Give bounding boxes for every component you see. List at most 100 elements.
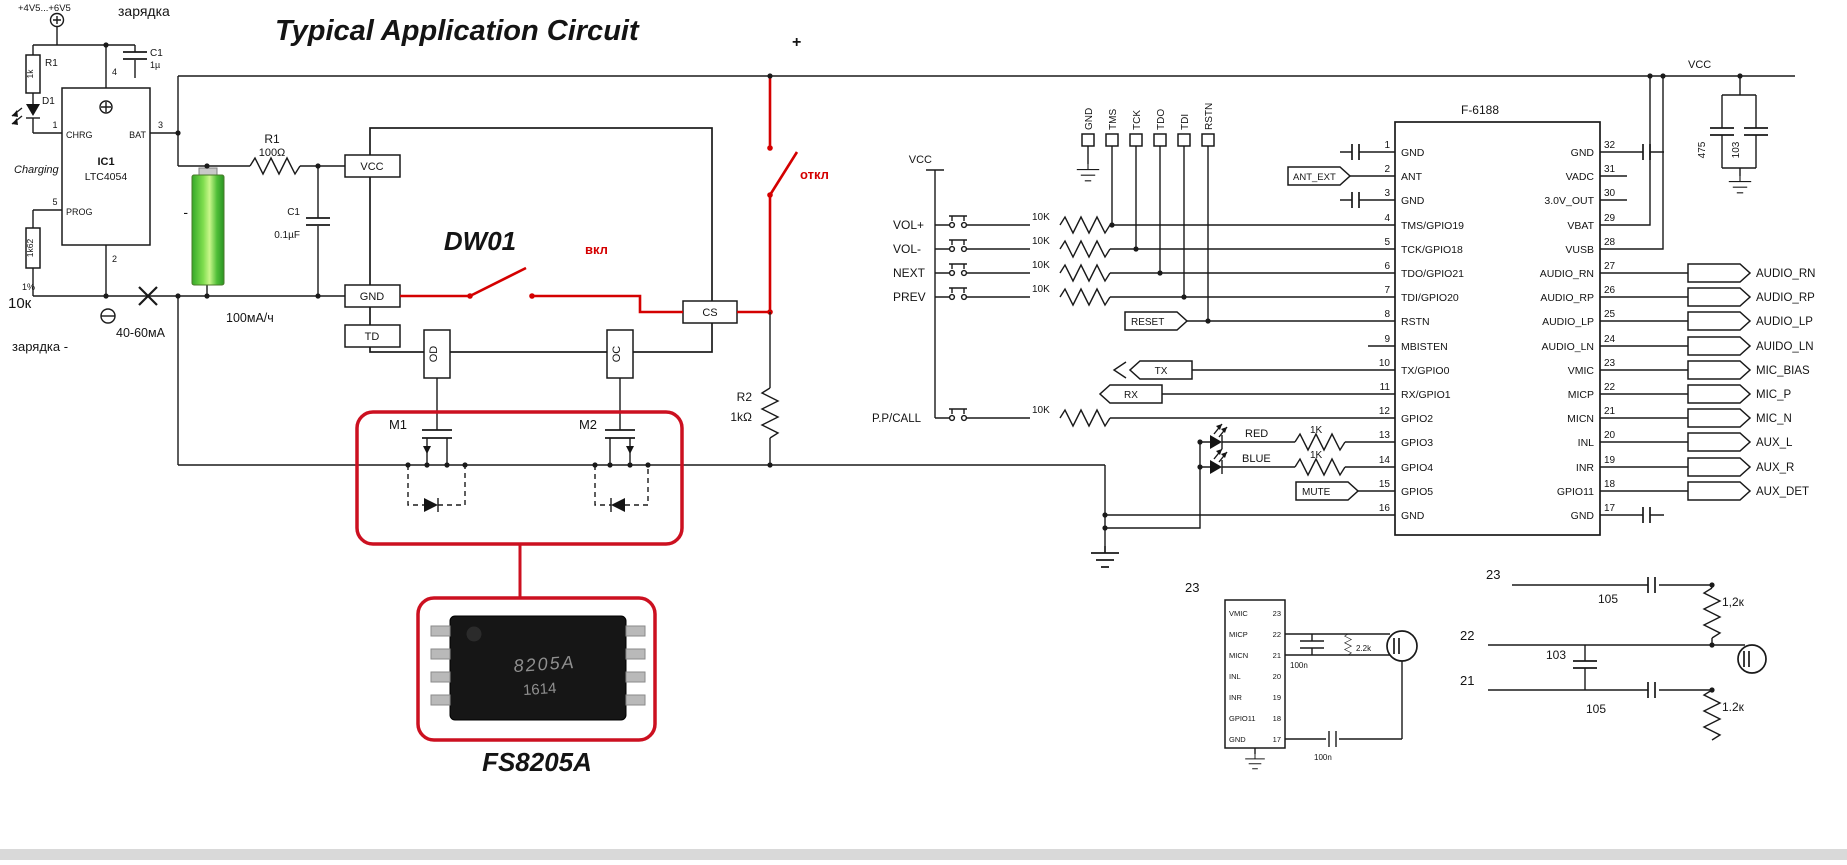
button-label: VOL- — [893, 242, 921, 256]
next-button — [939, 263, 977, 277]
junction-dot — [592, 462, 598, 468]
pin-number: 9 — [1384, 334, 1390, 345]
external-label: AUDIO_RP — [1756, 292, 1815, 304]
pin-name: RX/GPIO1 — [1401, 389, 1451, 401]
rprog-tolerance: 1% — [22, 282, 35, 292]
resistor-r2 — [761, 387, 779, 439]
chip-body-photo — [449, 615, 627, 721]
bottom-strip — [0, 849, 1847, 860]
pin-name: MBISTEN — [1401, 341, 1448, 353]
mic-detail-box — [1224, 599, 1286, 749]
r1-value: 1k — [25, 69, 35, 79]
junction-dot — [315, 293, 321, 299]
chip-marking: 1614 — [522, 680, 556, 699]
junction-dot — [1102, 512, 1108, 518]
junction-dot — [315, 163, 321, 169]
pin-number: 21 — [1273, 651, 1281, 660]
resistor-1k2 — [1703, 689, 1721, 741]
vol-down-button — [939, 239, 977, 253]
vol-up-button — [939, 215, 977, 229]
dw01-section: VCC GND TD OD OC CS DW01 вкл откл R2 1kΩ — [344, 76, 829, 465]
audio-connector — [1687, 384, 1751, 404]
pin-ref: 22 — [1460, 628, 1474, 643]
ppcall-button — [939, 408, 977, 422]
chip-pin — [430, 625, 451, 637]
d1-ref: D1 — [42, 96, 55, 107]
pin-number: 14 — [1379, 455, 1391, 466]
resistor-10k — [1059, 288, 1111, 306]
audio-connector — [1687, 336, 1751, 356]
resistor-value: 2.2k — [1356, 644, 1372, 653]
pin23-ref: 23 — [1185, 580, 1199, 595]
resistor-value: 1,2к — [1722, 595, 1745, 609]
r2-value: 1kΩ — [730, 410, 752, 424]
led-arrowhead — [12, 110, 18, 117]
pin-number: 10 — [1379, 358, 1391, 369]
junction-dot — [175, 293, 181, 299]
antenna-cap — [1351, 191, 1360, 209]
pin-number: 7 — [1384, 285, 1390, 296]
gnd-cap-wires — [1627, 151, 1664, 516]
switch-contact-dot — [529, 293, 535, 299]
pin-number: 4 — [1384, 213, 1390, 224]
pin-name: MICP — [1568, 389, 1594, 401]
battery-terminal — [198, 167, 218, 176]
pin-number: 19 — [1604, 455, 1616, 466]
jtag-pad — [1153, 133, 1167, 147]
pin-number: 15 — [1379, 479, 1391, 490]
pin-number: 22 — [1604, 382, 1616, 393]
pin-name: GPIO2 — [1401, 413, 1433, 425]
pin-number: 24 — [1604, 334, 1616, 345]
external-label: MIC_N — [1756, 413, 1792, 425]
ground-symbol — [1090, 545, 1120, 568]
pin-name: INR — [1576, 462, 1595, 474]
charging-caption: Charging — [14, 164, 60, 176]
junction-dot — [1197, 439, 1203, 445]
cap-value: 105 — [1586, 702, 1606, 716]
resistor-value: 10K — [1032, 405, 1050, 416]
mic-detail-section: 23 VMIC MICP MICN INL INR GPIO11 GND 23 … — [1185, 580, 1418, 770]
gate-wires — [436, 378, 621, 430]
pin-name: GPIO5 — [1401, 486, 1433, 498]
junction-dot — [204, 293, 210, 299]
source-rail — [178, 464, 1106, 546]
pin-number: 17 — [1604, 503, 1616, 514]
resistor-value: 1K — [1310, 450, 1323, 461]
tx-wire — [1112, 361, 1368, 379]
pin-name: MICN — [1229, 651, 1248, 660]
capacitor-105 — [1647, 681, 1656, 699]
capacitor-c1-input — [122, 51, 148, 60]
pin-name: MICP — [1229, 630, 1248, 639]
resistor-value: 10K — [1032, 260, 1050, 271]
pin-number: 23 — [1273, 609, 1281, 618]
dw01-body — [369, 127, 713, 353]
break-x-icon — [138, 286, 158, 306]
reset-label: RESET — [1131, 317, 1164, 328]
pin-ref: 23 — [1486, 567, 1500, 582]
switch-pivot-dot — [767, 192, 773, 198]
r1-series-value: 100Ω — [259, 147, 286, 159]
resistor-1k — [1294, 458, 1346, 476]
title-block: Typical Application Circuit + — [275, 15, 801, 51]
pin-number: 3 — [1384, 188, 1390, 199]
pin-label: GND — [360, 291, 385, 303]
external-wires — [1627, 272, 1688, 492]
pin-number: 29 — [1604, 213, 1616, 224]
ic1-ltc4054-body — [61, 87, 151, 246]
pin-name: ANT — [1401, 171, 1423, 183]
pin-number: 2 — [1384, 164, 1390, 175]
pin-name: GND — [1571, 510, 1595, 522]
pin-number: 13 — [1379, 430, 1391, 441]
pin-name: TX/GPIO0 — [1401, 365, 1450, 377]
chip-pin — [430, 694, 451, 706]
resistor-value: 10K — [1032, 212, 1050, 223]
f6188-name: F-6188 — [1461, 103, 1499, 117]
pin-number: 30 — [1604, 188, 1616, 199]
charge-label-top: зарядка — [118, 3, 170, 19]
chip-pin — [430, 648, 451, 660]
capacitor-475 — [1709, 127, 1735, 136]
pin-number: 23 — [1604, 358, 1616, 369]
junction-dot — [1660, 73, 1666, 79]
resistor-value: 1.2к — [1722, 700, 1745, 714]
pin-number: 8 — [1384, 309, 1390, 320]
